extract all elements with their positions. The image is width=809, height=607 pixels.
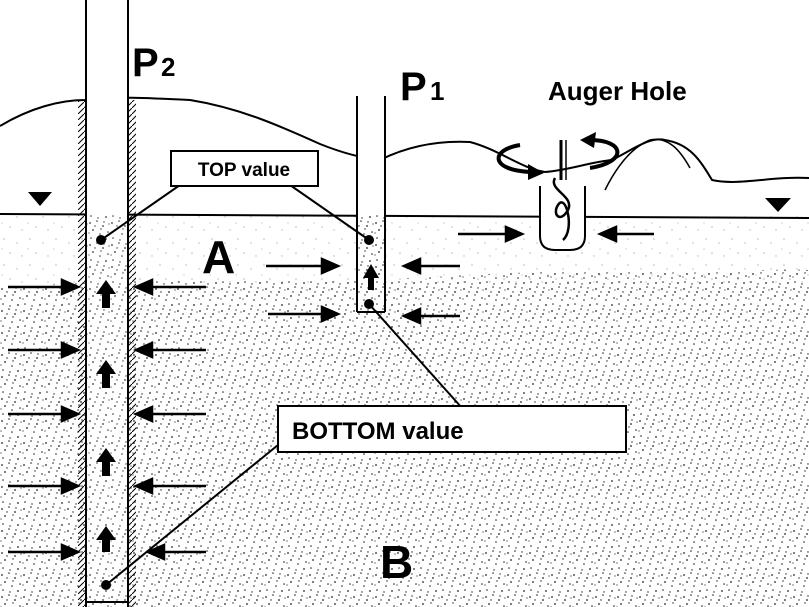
- arrow-icon: [400, 257, 460, 275]
- up-arrow-icon: [96, 448, 116, 476]
- arrow-icon: [132, 477, 206, 495]
- arrow-icon: [132, 405, 206, 423]
- up-arrow-icon: [363, 264, 379, 290]
- arrow-icon: [132, 278, 206, 296]
- up-arrow-icon: [96, 526, 116, 552]
- top-value-leader-p2: [100, 184, 181, 241]
- arrow-icon: [268, 305, 342, 323]
- auger-inflow-arrows: [458, 225, 654, 243]
- piezometer-p2-hatch-left: [78, 100, 86, 607]
- rotation-arrow-icon: [496, 132, 620, 180]
- p2-label: P: [132, 41, 159, 85]
- p1-label-subscript: 1: [430, 76, 444, 106]
- p2-upflow-arrows: [96, 280, 116, 552]
- auger-bit-icon: [552, 140, 571, 241]
- p2-label-subscript: 2: [161, 52, 175, 82]
- arrow-icon: [8, 278, 82, 296]
- up-arrow-icon: [96, 280, 116, 308]
- top-value-leader-p1: [289, 184, 370, 241]
- arrow-icon: [266, 257, 342, 275]
- water-table-left-icon: [28, 192, 52, 206]
- arrow-icon: [8, 405, 82, 423]
- bottom-value-label: BOTTOM value: [292, 418, 464, 445]
- up-arrow-icon: [96, 360, 116, 388]
- top-value-box: [170, 150, 319, 187]
- arrow-icon: [400, 307, 460, 325]
- p2-right-inflow-arrows: [132, 278, 206, 561]
- arrow-icon: [458, 225, 526, 243]
- arrow-icon: [8, 477, 82, 495]
- p1-label: P: [400, 65, 427, 109]
- arrow-icon: [132, 341, 206, 359]
- bottom-value-leader-p2: [105, 444, 279, 586]
- piezometer-p2-hatch-right: [128, 100, 136, 607]
- zone-a-label: A: [202, 231, 235, 283]
- auger-hole-well: [539, 186, 586, 251]
- piezometer-p1-screen-fill: [357, 214, 385, 312]
- top-value-label: TOP value: [198, 160, 290, 181]
- arrow-icon: [144, 543, 206, 561]
- water-table-right-icon: [765, 198, 791, 212]
- zone-b-label: B: [380, 536, 413, 588]
- arrow-icon: [8, 341, 82, 359]
- auger-hole-label: Auger Hole: [548, 76, 687, 106]
- p2-left-inflow-arrows: [8, 278, 82, 561]
- arrow-icon: [8, 543, 82, 561]
- arrow-icon: [596, 225, 654, 243]
- p1-inflow-arrows: [266, 257, 460, 325]
- bottom-value-leader-p1: [368, 303, 463, 409]
- hill-outline: [604, 138, 691, 191]
- bottom-value-box: [277, 405, 627, 453]
- ground-surface: [0, 96, 809, 183]
